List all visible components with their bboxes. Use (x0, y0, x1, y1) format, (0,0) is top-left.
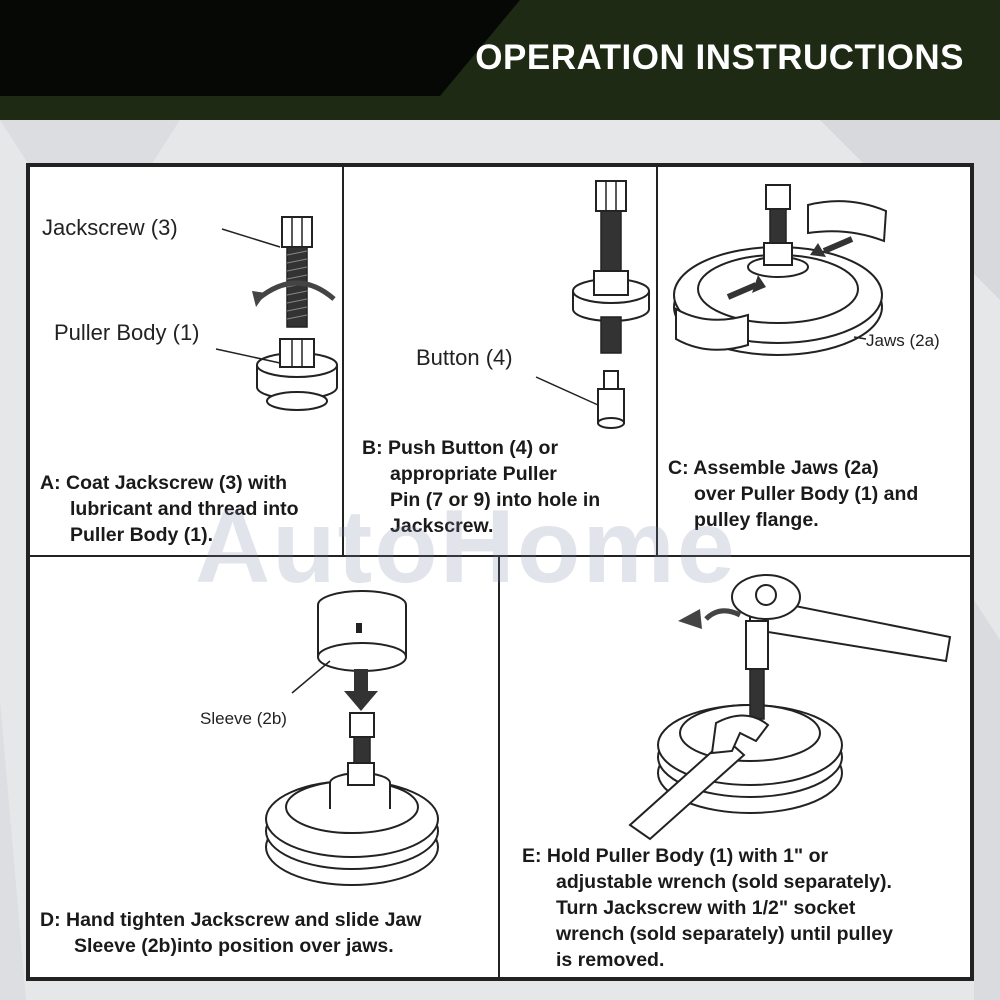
panel-d-caption: D: Hand tighten Jackscrew and slide Jaw … (40, 907, 421, 959)
wrench-illustration (628, 574, 952, 841)
caption-line: Turn Jackscrew with 1/2" socket (556, 897, 856, 919)
caption-line: Jackscrew. (390, 515, 494, 537)
panel-a: Jackscrew (3) Puller Body (1) A: Coat Ja… (28, 165, 344, 557)
panel-e-caption: E: Hold Puller Body (1) with 1" or adjus… (522, 843, 893, 973)
panel-b-caption: B: Push Button (4) or appropriate Puller… (362, 435, 600, 539)
caption-line: Sleeve (2b)into position over jaws. (74, 935, 394, 957)
page-title: OPERATION INSTRUCTIONS (475, 38, 964, 77)
panel-e: E: Hold Puller Body (1) with 1" or adjus… (498, 555, 972, 979)
caption-line: lubricant and thread into (70, 498, 299, 520)
panel-b: Button (4) B: Push Button (4) or appropr… (342, 165, 658, 557)
jaws-illustration (673, 184, 888, 356)
panel-d: Sleeve (2b) D: Hand tighten Jackscrew an… (28, 555, 500, 979)
caption-line: is removed. (556, 949, 665, 971)
jaws-label: Jaws (2a) (866, 331, 940, 350)
puller-body-label: Puller Body (1) (54, 320, 200, 345)
caption-line: Pin (7 or 9) into hole in (390, 489, 601, 511)
caption-line: D: Hand tighten Jackscrew and slide Jaw (40, 909, 422, 931)
caption-line: A: Coat Jackscrew (3) with (40, 472, 288, 494)
jackscrew-illustration (215, 216, 338, 411)
header-shape (0, 0, 1000, 120)
caption-line: over Puller Body (1) and (694, 483, 919, 505)
panel-c: Jaws (2a) C: Assemble Jaws (2a) over Pul… (656, 165, 972, 557)
jackscrew-label: Jackscrew (3) (42, 215, 178, 240)
caption-line: E: Hold Puller Body (1) with 1" or (522, 845, 829, 867)
sleeve-label: Sleeve (2b) (200, 709, 287, 728)
caption-line: adjustable wrench (sold separately). (556, 871, 892, 893)
header-bar: OPERATION INSTRUCTIONS (0, 0, 1000, 120)
panel-c-caption: C: Assemble Jaws (2a) over Puller Body (… (668, 455, 918, 533)
caption-line: wrench (sold separately) until pulley (556, 923, 893, 945)
caption-line: C: Assemble Jaws (2a) (668, 457, 879, 479)
sleeve-illustration (265, 590, 439, 886)
button-label: Button (4) (416, 345, 513, 370)
caption-line: B: Push Button (4) or (362, 437, 559, 459)
caption-line: pulley flange. (694, 509, 819, 531)
caption-line: appropriate Puller (390, 463, 557, 485)
button-illustration (535, 180, 650, 429)
caption-line: Puller Body (1). (70, 524, 214, 546)
panel-a-caption: A: Coat Jackscrew (3) with lubricant and… (40, 470, 299, 548)
